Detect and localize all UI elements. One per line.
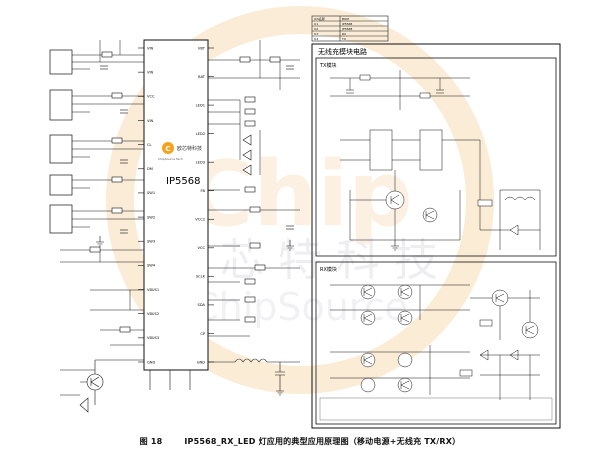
panel-outer-frame: [311, 43, 561, 429]
bom-table-cell: U1: [314, 22, 318, 26]
bom-table-cell: TX: [341, 37, 346, 41]
panel-title: 无线充模块电路: [318, 47, 367, 56]
ic-pin-label: VBUS2: [147, 312, 159, 316]
watermark-en-text: ChipSource: [192, 285, 408, 329]
ic-pin-label: SDA: [198, 303, 206, 307]
figure-caption-text: IP5568_RX_LED 灯应用的典型应用原理图（移动电源+无线充 TX/RX…: [184, 437, 461, 446]
ic-pin-label: VCC: [198, 246, 206, 250]
ic-pin-label: VCC: [147, 95, 155, 99]
tx-module-title: TX模块: [319, 62, 336, 69]
ground-symbols: [96, 236, 399, 396]
chip-part-label: IP5568: [166, 176, 200, 187]
ic-pin-label: GND: [147, 360, 155, 364]
figure-caption: 图 18 IP5568_RX_LED 灯应用的典型应用原理图（移动电源+无线充 T…: [0, 436, 600, 447]
bom-table-cell: RX: [342, 32, 346, 36]
bom-table-cell: U3: [314, 32, 318, 36]
ic-pin-label: SCLK: [196, 275, 206, 279]
left-components: [89, 51, 131, 333]
figure-number: 图 18: [139, 437, 163, 446]
ic-pin-label: VIN: [147, 46, 154, 50]
tx-circuit: [330, 70, 541, 250]
bottom-power-stage: [149, 358, 300, 390]
chip-logo-en: ChipSource Tech: [158, 157, 183, 161]
ic-pin-label: VBUS3: [147, 336, 159, 340]
chip-logo: C 欧芯特科技 ChipSource Tech: [158, 142, 202, 161]
right-wires: [208, 40, 300, 337]
ic-pin-label: CP: [200, 332, 206, 336]
wireless-charging-panel: 无线充模块电路 TX模块 RX模块: [311, 43, 561, 429]
bom-table: [311, 15, 389, 42]
ic-pin-label: VIN: [147, 70, 154, 74]
ic-pin-label: CL: [147, 143, 152, 147]
main-ic: VINVINVCCVINCLDMSW1SW2SW3SW4VBUS1VBUS2VB…: [138, 39, 214, 371]
tx-module-frame: [315, 57, 557, 257]
ic-pin-label: LED3: [196, 160, 205, 164]
ic-pin-label: VBUS1: [147, 288, 159, 292]
ic-pin-label: GND: [197, 360, 205, 364]
rx-module-title: RX模块: [320, 266, 337, 273]
bom-table-cell: ICS名称: [314, 16, 325, 21]
ic-pin-label: LED1: [196, 103, 205, 107]
chip-logo-cn: 欧芯特科技: [177, 145, 202, 152]
left-wires: [60, 40, 144, 346]
bom-table-cell: IP5568: [342, 22, 352, 26]
svg-text:C: C: [165, 145, 170, 153]
bom-table-cell: U2: [314, 27, 318, 31]
left-connectors: [49, 49, 73, 234]
ic-pin-label: BAT: [198, 75, 206, 79]
rx-circuit: [319, 284, 553, 421]
ic-pin-label: SW1: [147, 191, 155, 195]
bom-table-cell: IP5568: [342, 27, 352, 31]
ic-pin-label: VIN: [147, 119, 154, 123]
rx-module-frame: [315, 261, 557, 425]
ic-pin-label: SW3: [147, 240, 155, 244]
ic-pin-label: VCC2: [195, 218, 205, 222]
ic-pin-label: SW2: [147, 215, 155, 219]
bom-table-cell: BOM: [342, 17, 349, 21]
ic-pin-label: VBT: [198, 46, 206, 50]
main-ic-body: [143, 39, 209, 371]
left-connector-pins: [72, 54, 90, 228]
bom-table-cell: U4: [314, 37, 318, 41]
bottom-left-circuit: [60, 359, 144, 413]
ic-pin-label: LED2: [196, 132, 205, 136]
main-ic-left-pins: VIN VIN VCC VIN CL DM SW1SW2SW3SW4VBUS1VBUS2VB…: [138, 46, 159, 364]
ic-pin-label: FB: [200, 189, 205, 193]
chip-logo-icon: [162, 142, 174, 154]
ic-pin-label: SW4: [147, 264, 156, 268]
ic-pin-label: DM: [147, 167, 153, 171]
right-components: [239, 56, 294, 323]
